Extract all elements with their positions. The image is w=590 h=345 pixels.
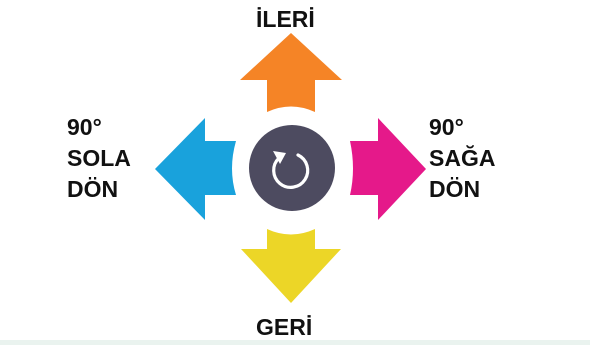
back-label: GERİ	[256, 312, 312, 343]
turn-left-label: 90° SOLA DÖN	[67, 112, 131, 205]
turn-left-direction: SOLA	[67, 145, 131, 171]
turn-left-degrees: 90°	[67, 114, 102, 140]
forward-label-text: İLERİ	[256, 6, 315, 32]
back-arrow[interactable]	[241, 229, 341, 303]
turn-right-direction: SAĞA	[429, 145, 496, 171]
turn-right-arrow[interactable]	[350, 118, 426, 220]
bottom-strip	[0, 340, 590, 345]
turn-right-verb: DÖN	[429, 176, 481, 202]
rotate-icon	[272, 151, 310, 189]
back-label-text: GERİ	[256, 314, 313, 340]
turn-left-verb: DÖN	[67, 176, 119, 202]
turn-right-degrees: 90°	[429, 114, 464, 140]
turn-right-label: 90° SAĞA DÖN	[429, 112, 495, 205]
forward-label: İLERİ	[256, 4, 315, 35]
forward-arrow[interactable]	[240, 33, 342, 112]
center-button[interactable]	[249, 125, 335, 211]
turn-left-arrow[interactable]	[155, 118, 236, 220]
